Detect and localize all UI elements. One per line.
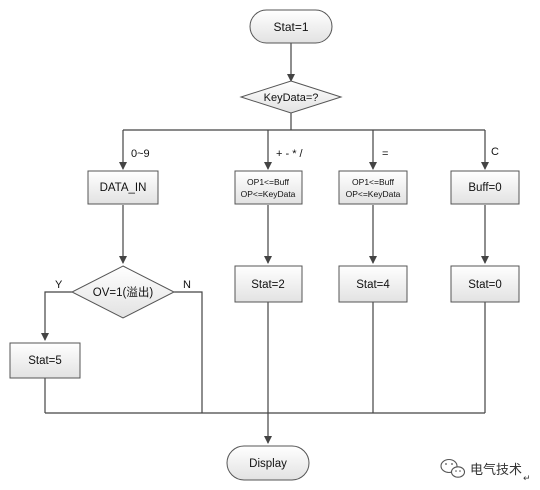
- edge-label-no: N: [183, 279, 191, 291]
- stat4-label: Stat=4: [356, 279, 390, 291]
- stat4-process: Stat=4: [338, 265, 408, 303]
- keydata-decision-label: KeyData=?: [264, 92, 319, 104]
- edge-label-equals: =: [382, 148, 388, 160]
- edge-ov-yes: [41, 291, 72, 341]
- data-in-process: DATA_IN: [87, 170, 159, 205]
- op-process-2: OP1<=Buff OP<=KeyData: [338, 170, 408, 205]
- op-process-1-line1: OP1<=Buff: [247, 177, 290, 187]
- edge-label-yes: Y: [55, 279, 63, 291]
- op-process-2-line2: OP<=KeyData: [346, 189, 401, 199]
- op-process-2-line1: OP1<=Buff: [352, 177, 395, 187]
- display-label: Display: [249, 458, 287, 470]
- wechat-icon: [440, 458, 466, 478]
- edge-label-ops: + - * /: [276, 148, 304, 160]
- display-terminator: Display: [226, 445, 310, 481]
- overflow-decision-label: OV=1(溢出): [93, 285, 154, 299]
- connectors: [41, 43, 489, 444]
- buff0-process: Buff=0: [450, 170, 520, 205]
- stat0-process: Stat=0: [450, 265, 520, 303]
- stat2-label: Stat=2: [251, 279, 285, 291]
- stat5-process: Stat=5: [9, 342, 81, 379]
- watermark: 电气技术 ↵: [440, 458, 531, 484]
- stat5-label: Stat=5: [28, 355, 62, 367]
- watermark-text: 电气技术: [470, 462, 522, 478]
- overflow-decision: OV=1(溢出): [70, 265, 176, 319]
- edge-label-digits: 0~9: [131, 148, 150, 160]
- data-in-label: DATA_IN: [100, 182, 147, 194]
- op-process-1: OP1<=Buff OP<=KeyData: [234, 170, 303, 205]
- stat0-label: Stat=0: [468, 279, 502, 291]
- edge-label-clear: C: [491, 146, 499, 158]
- op-process-1-line2: OP<=KeyData: [241, 189, 296, 199]
- buff0-label: Buff=0: [468, 182, 501, 194]
- stat2-process: Stat=2: [234, 265, 303, 303]
- start-label: Stat=1: [273, 20, 308, 34]
- return-mark: ↵: [523, 474, 531, 484]
- start-terminator: Stat=1: [249, 9, 333, 44]
- edge-ov-no: [174, 291, 203, 413]
- keydata-decision: KeyData=?: [239, 80, 343, 114]
